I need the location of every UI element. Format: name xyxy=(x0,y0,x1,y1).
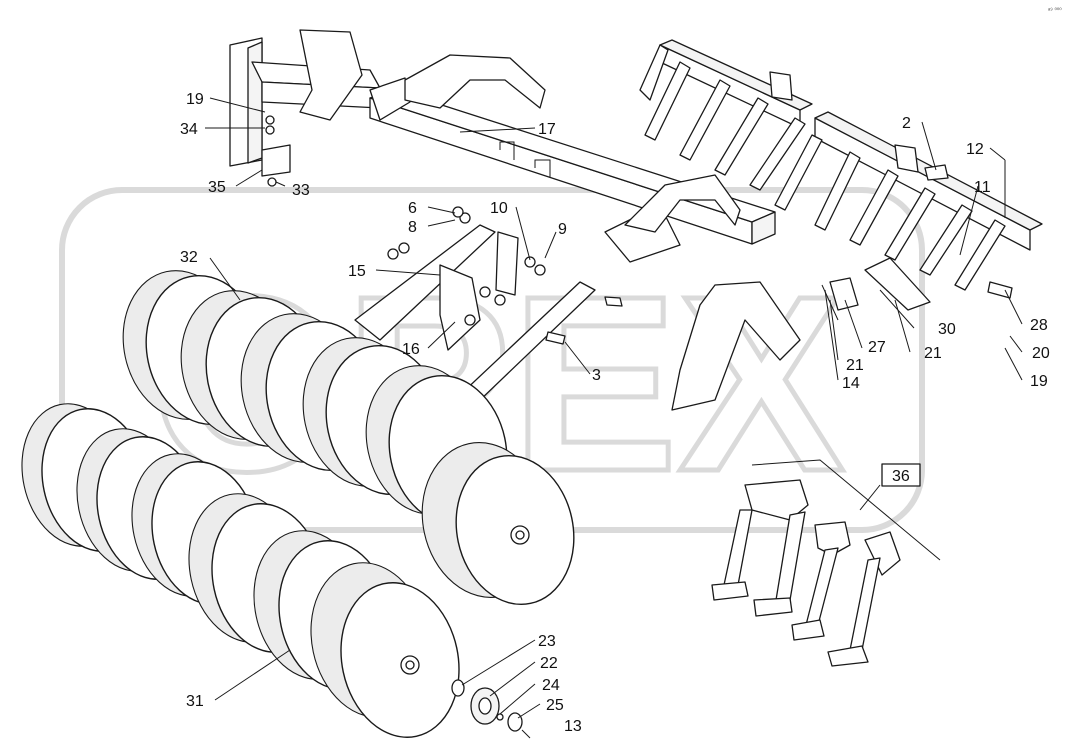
callout-23: 23 xyxy=(538,633,556,650)
callout-15: 15 xyxy=(348,263,366,280)
callout-6: 6 xyxy=(408,200,417,217)
callout-14: 14 xyxy=(842,375,860,392)
callout-numbers: 19 34 35 33 17 6 8 10 9 15 16 3 2 12 11 … xyxy=(180,91,1050,735)
callout-16: 16 xyxy=(402,341,420,358)
callout-17: 17 xyxy=(538,121,556,138)
callout-28: 28 xyxy=(1030,317,1048,334)
callout-21-left: 21 xyxy=(846,357,864,374)
callout-24: 24 xyxy=(542,677,560,694)
inset-callout-box xyxy=(881,463,921,487)
callout-31: 31 xyxy=(186,693,204,710)
callout-25: 25 xyxy=(546,697,564,714)
callout-2: 2 xyxy=(902,115,911,132)
corner-code: ᵃ⁹ ⁰⁰⁰ xyxy=(1048,7,1062,14)
callout-22: 22 xyxy=(540,655,558,672)
callout-21-right: 21 xyxy=(924,345,942,362)
callout-12: 12 xyxy=(966,141,984,158)
callout-11: 11 xyxy=(974,179,991,196)
roller-upper xyxy=(122,270,575,606)
callout-35: 35 xyxy=(208,179,226,196)
tine-bar-lower xyxy=(774,111,1043,299)
callout-36: 36 xyxy=(892,468,910,485)
inset-tine-set xyxy=(711,459,941,667)
callout-9: 9 xyxy=(558,221,567,238)
callout-27: 27 xyxy=(868,339,886,356)
callout-10: 10 xyxy=(490,200,508,217)
roller-lower xyxy=(21,403,460,738)
arm-plates xyxy=(354,206,623,403)
callout-8: 8 xyxy=(408,219,417,236)
callout-13: 13 xyxy=(564,718,582,735)
bearing-parts xyxy=(451,679,531,739)
callout-33: 33 xyxy=(292,182,310,199)
callout-34: 34 xyxy=(180,121,198,138)
callout-19-top: 19 xyxy=(186,91,204,108)
callout-30: 30 xyxy=(938,321,956,338)
callout-32: 32 xyxy=(180,249,198,266)
leader-lines xyxy=(205,97,1023,719)
callout-20: 20 xyxy=(1032,345,1050,362)
callout-19-right: 19 xyxy=(1030,373,1048,390)
main-frame-beam xyxy=(229,29,801,411)
tine-bar-upper xyxy=(639,39,813,191)
right-small-parts xyxy=(821,257,931,321)
callout-3: 3 xyxy=(592,367,601,384)
side-bracket xyxy=(261,115,291,187)
